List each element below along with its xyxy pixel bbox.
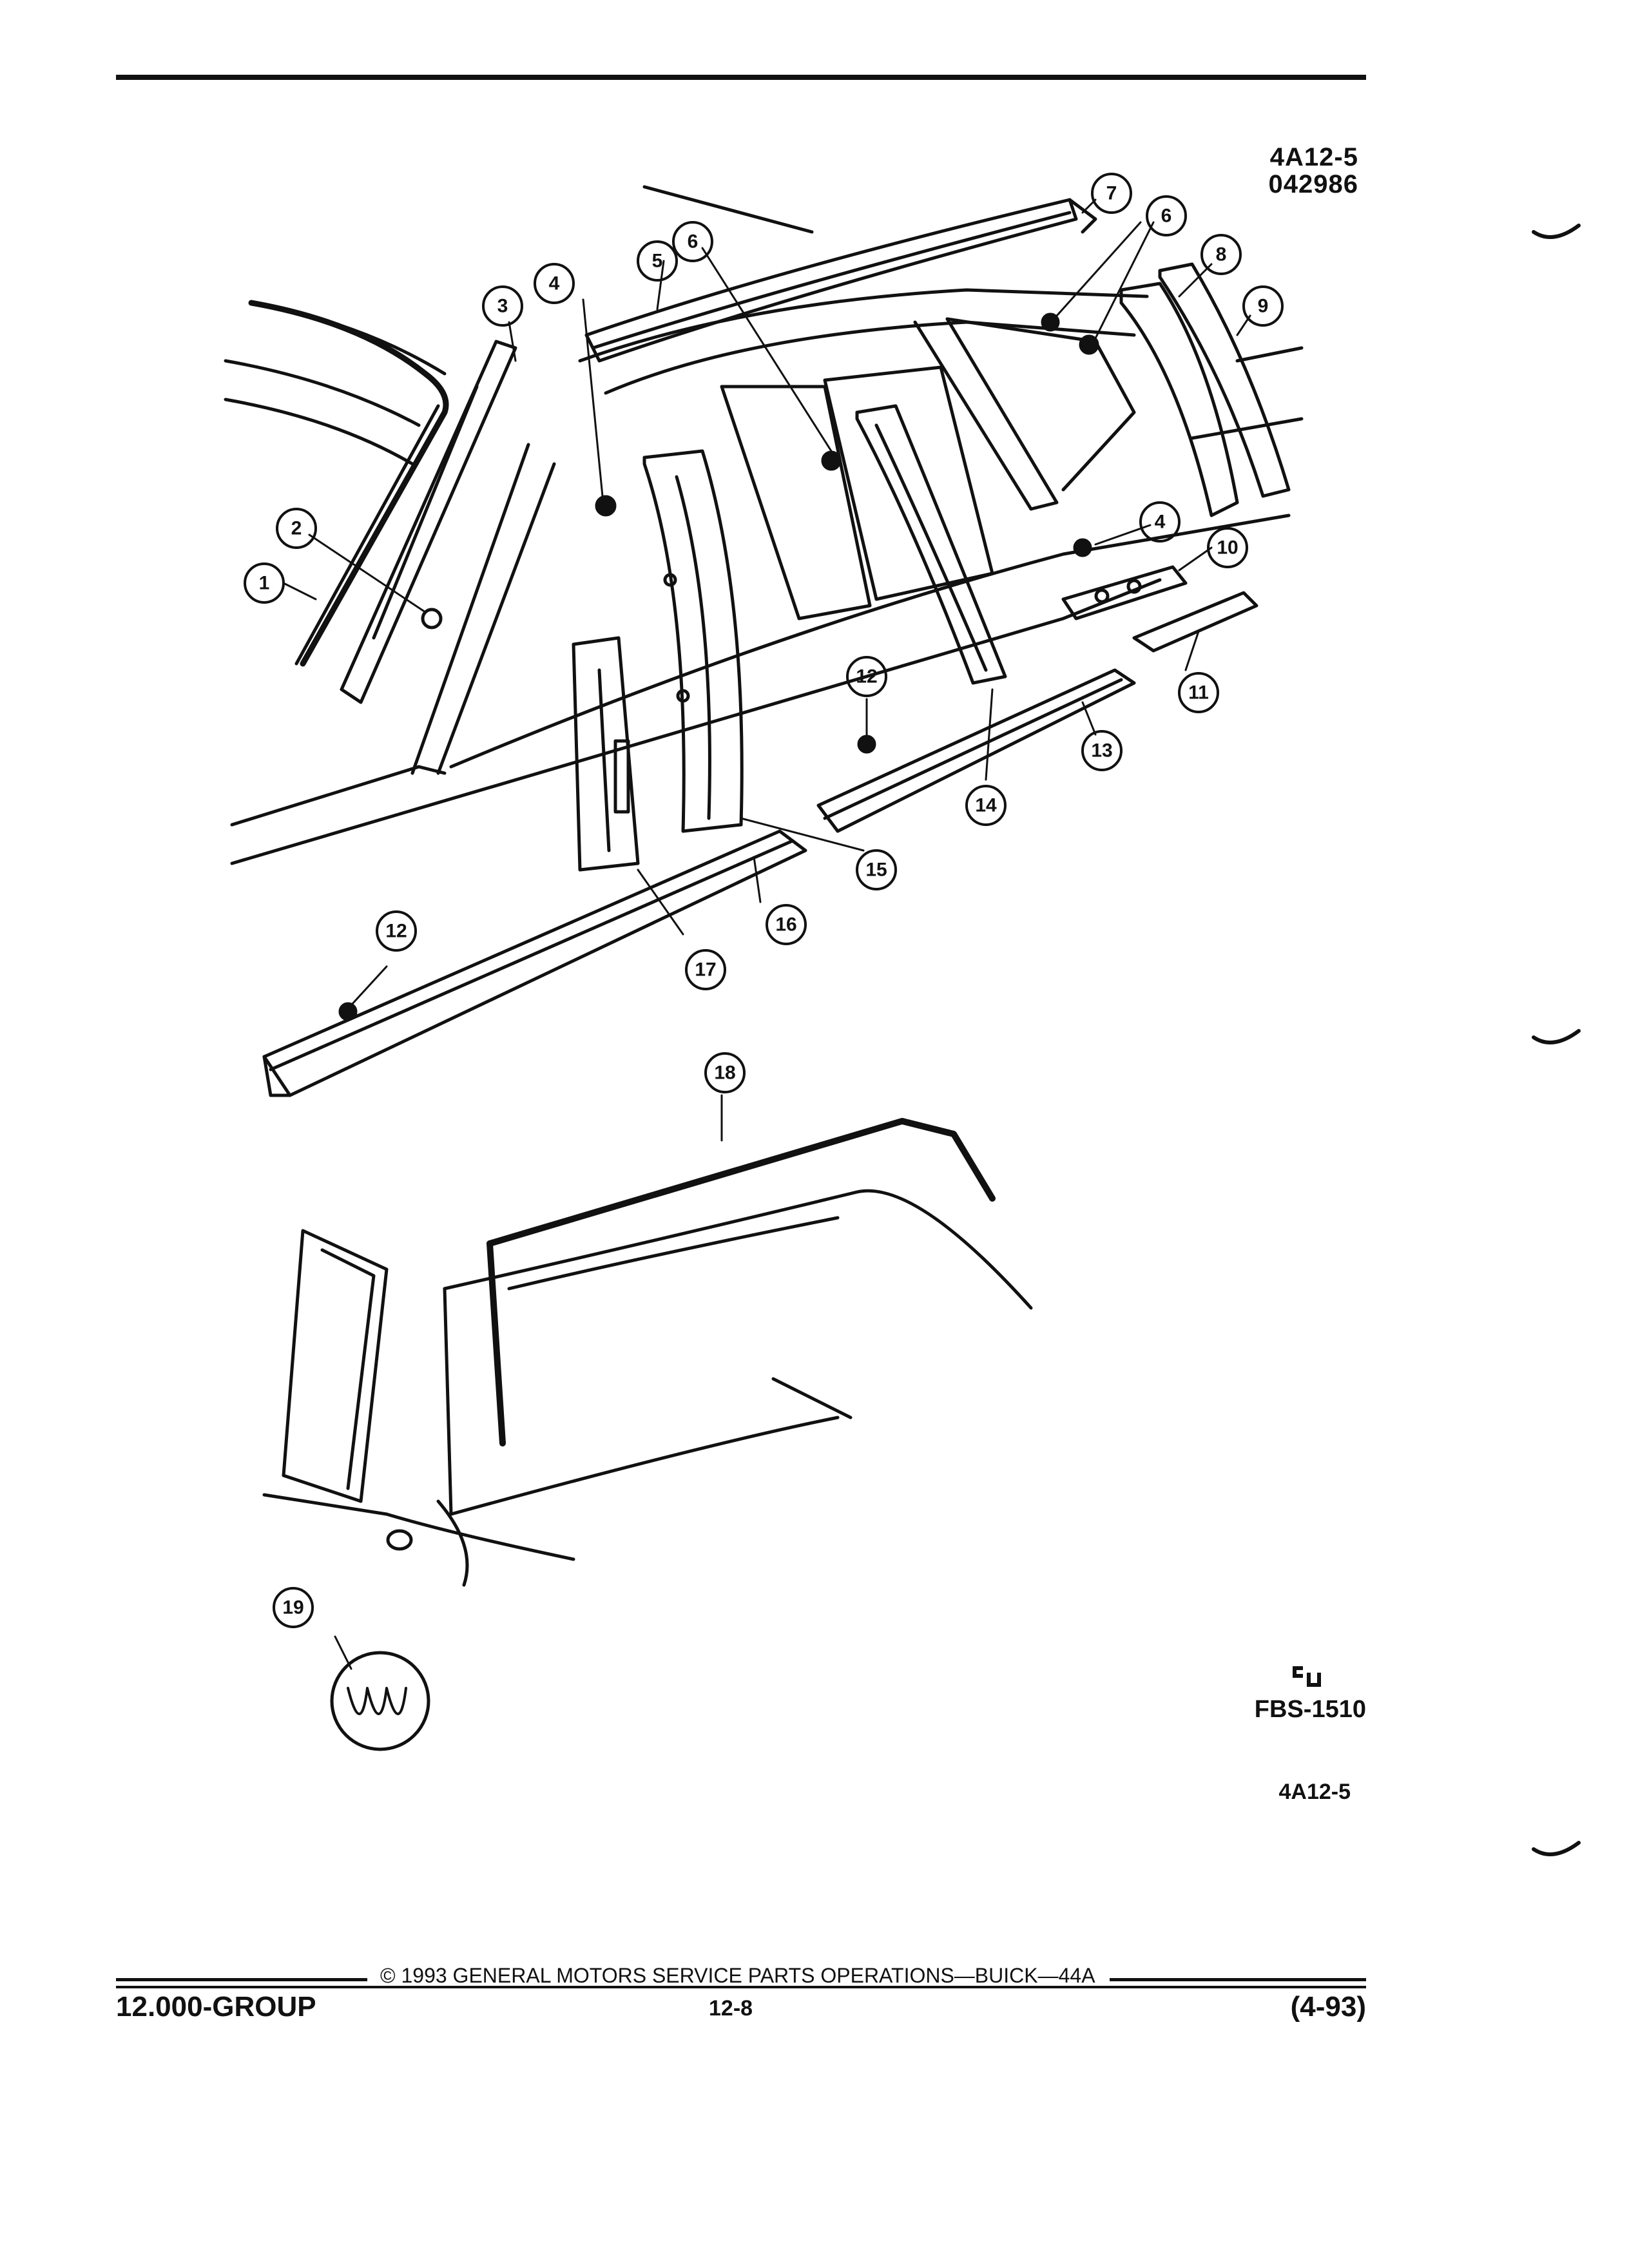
callout-15: 15 (865, 860, 887, 881)
callout-4b-circle (1139, 501, 1181, 543)
callout-19: 19 (282, 1597, 304, 1619)
ref-code: 4A12-5 (1269, 143, 1358, 171)
callout-17: 17 (695, 959, 716, 981)
callout-13-circle (1081, 730, 1123, 771)
screw-12a (857, 735, 876, 754)
callout-15-circle (856, 849, 897, 890)
figure-code: 4A12-5 (1278, 1780, 1351, 1804)
callout-13: 13 (1091, 740, 1112, 762)
callout-18: 18 (714, 1062, 735, 1084)
group-label: 12.000-GROUP (116, 1991, 316, 2023)
emblem-19 (330, 1651, 430, 1751)
callout-18-circle (704, 1052, 746, 1093)
rear-window-assembly (262, 1118, 1033, 1587)
leader-lines (282, 198, 1251, 1670)
callout-5: 5 (652, 251, 663, 272)
callout-10: 10 (1217, 537, 1238, 559)
screw-6a (821, 450, 842, 471)
part-quarter-molding-8 (1119, 282, 1239, 517)
callout-1: 1 (259, 573, 270, 594)
upper-body-outline (224, 185, 1304, 865)
callout-11-circle (1178, 672, 1219, 713)
callout-4a: 4 (549, 273, 560, 294)
revision-date: (4-93) (1290, 1991, 1366, 2023)
screw-12b (338, 1002, 358, 1021)
callout-6b: 6 (1161, 206, 1172, 227)
screw-6b (1041, 312, 1060, 332)
callout-3: 3 (497, 296, 508, 317)
callout-14-circle (965, 785, 1007, 826)
footer-rule-right (1110, 1978, 1366, 1981)
callout-numbers: 1 2 3 4 5 6 7 6 8 9 4 10 11 12 13 14 15 … (259, 183, 1269, 1619)
callout-3-circle (482, 285, 523, 327)
callout-12a-circle (846, 656, 887, 697)
part-windshield-molding-1 (248, 300, 449, 667)
callout-4b: 4 (1155, 512, 1166, 533)
logo-code: FBS-1510 (1254, 1696, 1366, 1723)
callout-16: 16 (775, 914, 796, 936)
callout-1-circle (244, 562, 285, 604)
fasteners (338, 312, 1099, 1021)
clip-2 (421, 608, 443, 629)
gm-logo-icon (1293, 1666, 1321, 1687)
callout-6b-circle (1146, 195, 1187, 236)
part-rocker-molding-16 (262, 829, 807, 1097)
part-applique-17 (572, 636, 640, 872)
callout-4a-circle (534, 263, 575, 304)
part-b-pillar-molding-14 (855, 404, 1007, 685)
callout-8-circle (1200, 234, 1242, 275)
screw-6c (1079, 334, 1099, 355)
part-a-pillar-molding-3 (340, 340, 517, 704)
callout-9: 9 (1258, 296, 1269, 317)
callout-6a: 6 (688, 231, 699, 253)
ref-number: 042986 (1268, 170, 1358, 198)
callout-17-circle (685, 949, 726, 990)
callout-2: 2 (291, 518, 302, 539)
top-rule (116, 75, 1366, 80)
callout-7: 7 (1106, 183, 1117, 204)
callout-10-circle (1207, 527, 1248, 568)
part-extension-9 (1158, 262, 1291, 498)
callout-14: 14 (975, 795, 997, 816)
callout-19-circle (273, 1587, 314, 1628)
part-cap-11 (1132, 591, 1258, 653)
callout-2-circle (276, 508, 317, 549)
callout-11: 11 (1188, 682, 1209, 704)
binder-marks (1532, 224, 1581, 1856)
copyright-text: © 1993 GENERAL MOTORS SERVICE PARTS OPER… (380, 1964, 1095, 1987)
footer-rule-bottom (116, 1986, 1366, 1988)
callout-5-circle (637, 240, 678, 282)
callout-16-circle (766, 904, 807, 945)
part-plate-10 (1061, 565, 1188, 620)
callout-12b-circle (376, 910, 417, 952)
part-sill-molding-13 (816, 668, 1136, 833)
callout-8: 8 (1216, 244, 1227, 265)
callout-7-circle (1091, 173, 1132, 214)
page-number: 12-8 (709, 1996, 753, 2021)
callout-12a: 12 (856, 666, 877, 687)
callout-12b: 12 (385, 921, 407, 942)
callout-6a-circle (672, 221, 713, 262)
screw-4a (595, 495, 617, 517)
callout-9-circle (1242, 285, 1284, 327)
part-center-pillar-15 (642, 449, 744, 833)
part-roof-drip-molding-5 (584, 198, 1097, 363)
screw-4b (1073, 538, 1092, 557)
callout-circles (244, 173, 1284, 1628)
footer-rule-left (116, 1978, 367, 1981)
